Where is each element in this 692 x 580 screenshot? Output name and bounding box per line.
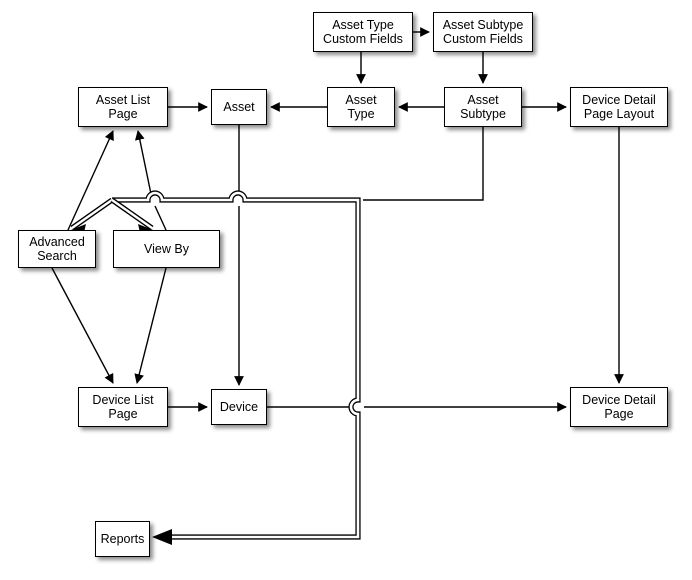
node-asset[interactable]: Asset [211,89,267,125]
node-asset-type[interactable]: Asset Type [327,87,395,127]
node-asset-type-custom-fields[interactable]: Asset Type Custom Fields [313,12,413,52]
node-advanced-search[interactable]: Advanced Search [18,230,96,268]
node-device[interactable]: Device [211,389,267,425]
node-reports[interactable]: Reports [95,521,150,557]
edge-view-by-to-asset-list-page [138,131,167,231]
node-asset-subtype-custom-fields[interactable]: Asset Subtype Custom Fields [433,12,533,52]
node-device-detail-page[interactable]: Device Detail Page [570,387,668,427]
node-device-list-page[interactable]: Device List Page [78,387,168,427]
edge-view-by-to-device-list-page [134,267,167,384]
pipe-arrowhead-reports [152,529,172,545]
edge-asset-subtype-down-to-pipe [363,127,484,201]
node-device-detail-page-layout[interactable]: Device Detail Page Layout [570,87,668,127]
edge-advanced-search-to-device-list-page [51,267,114,384]
pipe-main [112,190,361,540]
node-asset-subtype[interactable]: Asset Subtype [444,87,522,127]
node-view-by[interactable]: View By [113,230,220,268]
edge-advanced-search-to-asset-list-page [67,130,114,231]
node-asset-list-page[interactable]: Asset List Page [78,87,168,127]
